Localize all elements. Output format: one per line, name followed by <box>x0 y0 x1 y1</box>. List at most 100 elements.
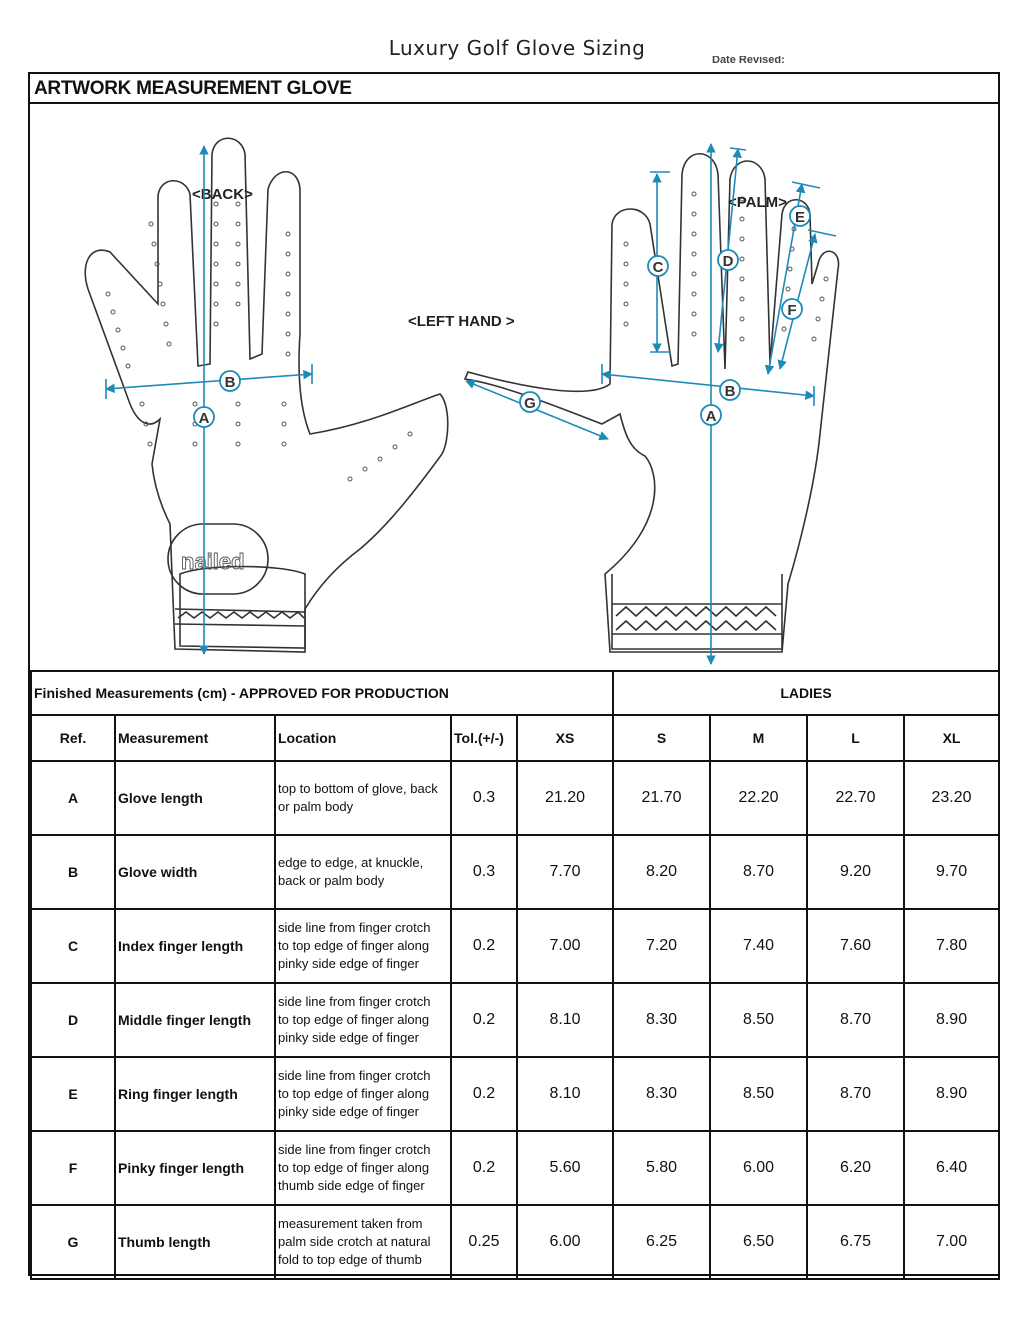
size-s-cell: 5.80 <box>612 1130 712 1206</box>
location-line: edge to edge, at knuckle, <box>278 855 424 870</box>
tolerance-cell: 0.25 <box>450 1204 518 1280</box>
tolerance-cell: 0.3 <box>450 760 518 836</box>
svg-text:A: A <box>706 408 717 425</box>
marker-b-palm: B <box>719 379 741 401</box>
size-xl-cell: 23.20 <box>903 760 1001 836</box>
col-header-ref: Ref. <box>30 714 116 762</box>
size-m-cell: 8.70 <box>709 834 809 910</box>
ref-cell: F <box>30 1130 116 1206</box>
marker-e: E <box>789 205 811 227</box>
artwork-panel: nailed <box>30 104 998 670</box>
col-header-s: S <box>612 714 712 762</box>
size-xs-cell: 8.10 <box>515 1056 615 1132</box>
col-header-location: Location <box>274 714 452 762</box>
size-xs-cell: 7.00 <box>515 908 615 984</box>
location-line: to top edge of finger along <box>278 1012 430 1027</box>
ref-cell: C <box>30 908 116 984</box>
tolerance-cell: 0.3 <box>450 834 518 910</box>
location-line: pinky side edge of finger <box>278 1104 419 1119</box>
table-header-row: Finished Measurements (cm) - APPROVED FO… <box>29 670 1001 716</box>
size-xs-cell: 21.20 <box>515 760 615 836</box>
location-line: or palm body <box>278 799 354 814</box>
location-line: back or palm body <box>278 873 385 888</box>
size-s-cell: 8.30 <box>612 1056 712 1132</box>
location-line: measurement taken from <box>278 1216 423 1231</box>
svg-text:F: F <box>787 302 796 319</box>
size-xl-cell: 7.80 <box>903 908 1001 984</box>
size-s-cell: 7.20 <box>612 908 712 984</box>
location-cell: edge to edge, at knuckle, back or palm bo… <box>274 834 452 910</box>
glove-diagram: nailed <box>84 137 840 665</box>
tolerance-cell: 0.2 <box>450 982 518 1058</box>
size-l-cell: 6.20 <box>806 1130 906 1206</box>
col-header-l: L <box>806 714 906 762</box>
measurement-cell: Glove width <box>114 834 276 910</box>
location-line: palm side crotch at natural <box>278 1234 431 1249</box>
marker-g: G <box>519 391 541 413</box>
size-xl-cell: 6.40 <box>903 1130 1001 1206</box>
palm-label: <PALM> <box>728 194 787 211</box>
col-header-m: M <box>709 714 809 762</box>
size-s-cell: 8.30 <box>612 982 712 1058</box>
measurement-cell: Ring finger length <box>114 1056 276 1132</box>
location-line: to top edge of finger along <box>278 1160 430 1175</box>
size-s-cell: 6.25 <box>612 1204 712 1280</box>
tolerance-cell: 0.2 <box>450 908 518 984</box>
measure-line-b-palm <box>601 370 815 400</box>
svg-text:B: B <box>725 383 736 400</box>
ref-cell: D <box>30 982 116 1058</box>
size-m-cell: 8.50 <box>709 982 809 1058</box>
left-hand-label: <LEFT HAND > <box>408 313 515 330</box>
size-m-cell: 22.20 <box>709 760 809 836</box>
size-xl-cell: 7.00 <box>903 1204 1001 1280</box>
location-line: thumb side edge of finger <box>278 1178 425 1193</box>
brand-logo: nailed <box>181 549 245 574</box>
marker-circles: A B A B C D E F G <box>193 205 811 428</box>
size-xs-cell: 7.70 <box>515 834 615 910</box>
svg-text:A: A <box>199 410 210 427</box>
size-xl-cell: 9.70 <box>903 834 1001 910</box>
location-line: top to bottom of glove, back <box>278 781 438 796</box>
location-line: pinky side edge of finger <box>278 956 419 971</box>
ref-cell: A <box>30 760 116 836</box>
measurement-cell: Index finger length <box>114 908 276 984</box>
size-l-cell: 9.20 <box>806 834 906 910</box>
location-line: side line from finger crotch <box>278 994 431 1009</box>
size-l-cell: 6.75 <box>806 1204 906 1280</box>
back-label: <BACK> <box>192 186 253 203</box>
svg-text:C: C <box>653 259 664 276</box>
size-l-cell: 7.60 <box>806 908 906 984</box>
location-cell: side line from finger crotch to top edge … <box>274 982 452 1058</box>
marker-a-palm: A <box>700 404 722 426</box>
size-xl-cell: 8.90 <box>903 982 1001 1058</box>
size-l-cell: 8.70 <box>806 982 906 1058</box>
palm-glove-drawing <box>463 152 840 653</box>
size-xl-cell: 8.90 <box>903 1056 1001 1132</box>
measurement-cell: Middle finger length <box>114 982 276 1058</box>
tolerance-cell: 0.2 <box>450 1056 518 1132</box>
location-line: fold to top edge of thumb <box>278 1252 422 1267</box>
page-title: Luxury Golf Glove Sizing <box>388 36 646 60</box>
size-m-cell: 7.40 <box>709 908 809 984</box>
size-m-cell: 6.00 <box>709 1130 809 1206</box>
spec-sheet: ARTWORK MEASUREMENT GLOVE nailed <box>28 72 1001 1280</box>
measurement-cell: Glove length <box>114 760 276 836</box>
marker-c: C <box>647 255 669 277</box>
size-xs-cell: 8.10 <box>515 982 615 1058</box>
measurement-cell: Pinky finger length <box>114 1130 276 1206</box>
col-header-tolerance: Tol.(+/-) <box>450 714 518 762</box>
size-m-cell: 8.50 <box>709 1056 809 1132</box>
size-s-cell: 8.20 <box>612 834 712 910</box>
measurement-table: Finished Measurements (cm) - APPROVED FO… <box>29 670 1001 1280</box>
svg-text:D: D <box>723 253 734 270</box>
measurement-cell: Thumb length <box>114 1204 276 1280</box>
marker-a-back: A <box>193 406 215 428</box>
size-xs-cell: 5.60 <box>515 1130 615 1206</box>
size-xs-cell: 6.00 <box>515 1204 615 1280</box>
